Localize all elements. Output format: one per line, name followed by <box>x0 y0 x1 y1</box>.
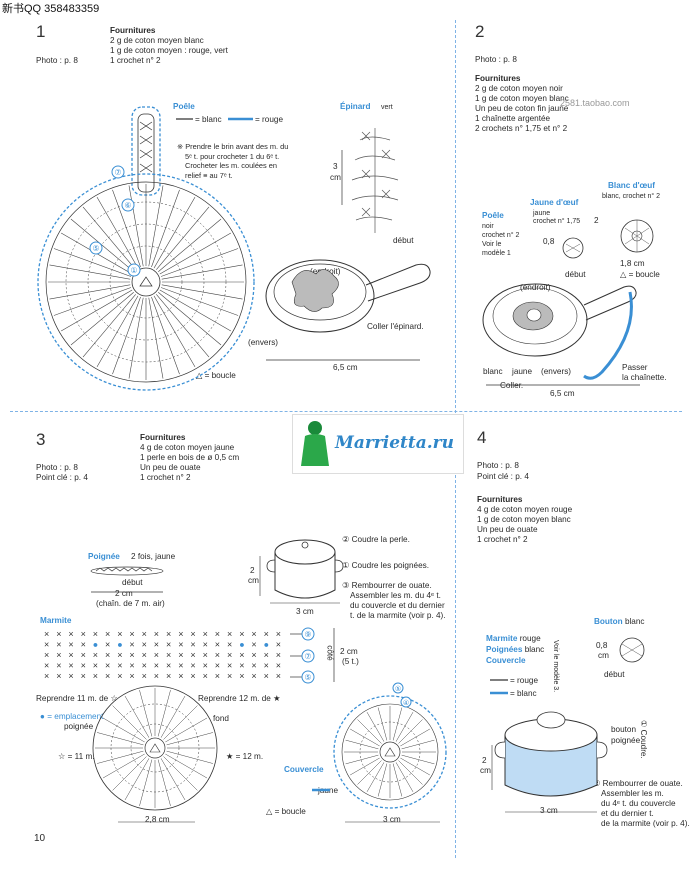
page-number: 10 <box>34 834 45 844</box>
s4-pot-illustration <box>492 712 607 812</box>
s4-bouton-chart <box>620 638 644 662</box>
